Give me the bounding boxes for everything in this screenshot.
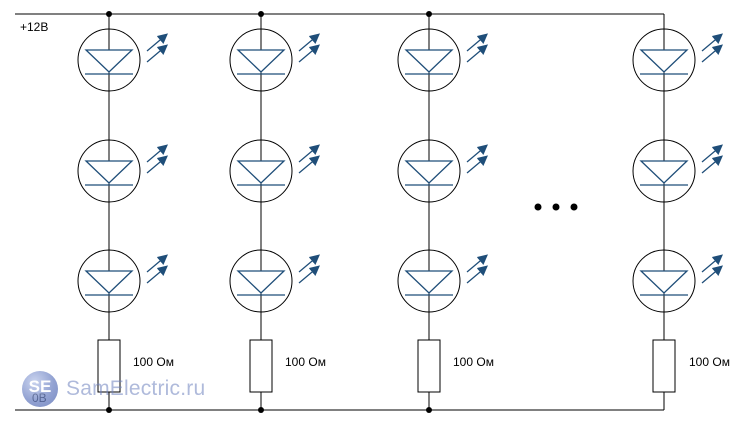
led-2-1 (229, 28, 320, 92)
light-arrow-icon (298, 33, 320, 52)
led-3-3 (397, 249, 488, 313)
watermark: SE SamElectric.ru (22, 371, 205, 407)
diode-triangle (404, 160, 454, 184)
light-arrow-icon (701, 44, 723, 63)
junction-dot (258, 407, 264, 413)
led-1-3 (77, 249, 168, 313)
diode-triangle (639, 160, 689, 184)
watermark-logo-icon: SE (22, 371, 58, 407)
light-arrow-icon (701, 144, 723, 163)
diode-triangle (84, 49, 134, 73)
light-arrow-icon (701, 33, 723, 52)
light-arrow-icon (146, 265, 168, 284)
diode-triangle (236, 49, 286, 73)
resistor (652, 339, 676, 393)
diode-triangle (236, 270, 286, 294)
led-column-2 (229, 11, 320, 413)
light-arrow-icon (146, 44, 168, 63)
led-column-4 (632, 14, 723, 410)
diode-triangle (404, 49, 454, 73)
light-arrow-icon (146, 155, 168, 174)
led-4-2 (632, 139, 723, 203)
resistor-label-1: 100 Ом (133, 355, 174, 369)
junction-dot (258, 11, 264, 17)
light-arrow-icon (701, 265, 723, 284)
led-2-2 (229, 139, 320, 203)
led-1-2 (77, 139, 168, 203)
light-arrow-icon (701, 155, 723, 174)
led-3-1 (397, 28, 488, 92)
ellipsis-dots (534, 203, 578, 211)
led-3-2 (397, 139, 488, 203)
light-arrow-icon (146, 144, 168, 163)
resistor-label-3: 100 Ом (453, 355, 494, 369)
light-arrow-icon (466, 254, 488, 273)
junction-dot (426, 407, 432, 413)
diode-triangle (639, 270, 689, 294)
light-arrow-icon (466, 155, 488, 174)
supply-label: +12В (20, 20, 49, 34)
led-4-1 (632, 28, 723, 92)
light-arrow-icon (298, 144, 320, 163)
diode-triangle (404, 270, 454, 294)
light-arrow-icon (298, 265, 320, 284)
junction-dot (426, 11, 432, 17)
junction-dot (106, 407, 112, 413)
diode-triangle (236, 160, 286, 184)
light-arrow-icon (466, 265, 488, 284)
resistor (417, 339, 441, 393)
light-arrow-icon (298, 44, 320, 63)
diode-triangle (84, 160, 134, 184)
junction-dot (106, 11, 112, 17)
resistor (249, 339, 273, 393)
led-1-1 (77, 28, 168, 92)
light-arrow-icon (146, 33, 168, 52)
watermark-text: SamElectric.ru (66, 377, 206, 400)
led-2-3 (229, 249, 320, 313)
light-arrow-icon (298, 155, 320, 174)
resistor (97, 339, 121, 393)
led-column-3 (397, 11, 488, 413)
light-arrow-icon (298, 254, 320, 273)
resistor-label-2: 100 Ом (285, 355, 326, 369)
light-arrow-icon (146, 254, 168, 273)
light-arrow-icon (466, 144, 488, 163)
light-arrow-icon (466, 44, 488, 63)
light-arrow-icon (701, 254, 723, 273)
diode-triangle (639, 49, 689, 73)
led-column-1 (77, 11, 168, 413)
light-arrow-icon (466, 33, 488, 52)
led-4-3 (632, 249, 723, 313)
diode-triangle (84, 270, 134, 294)
resistor-label-4: 100 Ом (689, 355, 730, 369)
